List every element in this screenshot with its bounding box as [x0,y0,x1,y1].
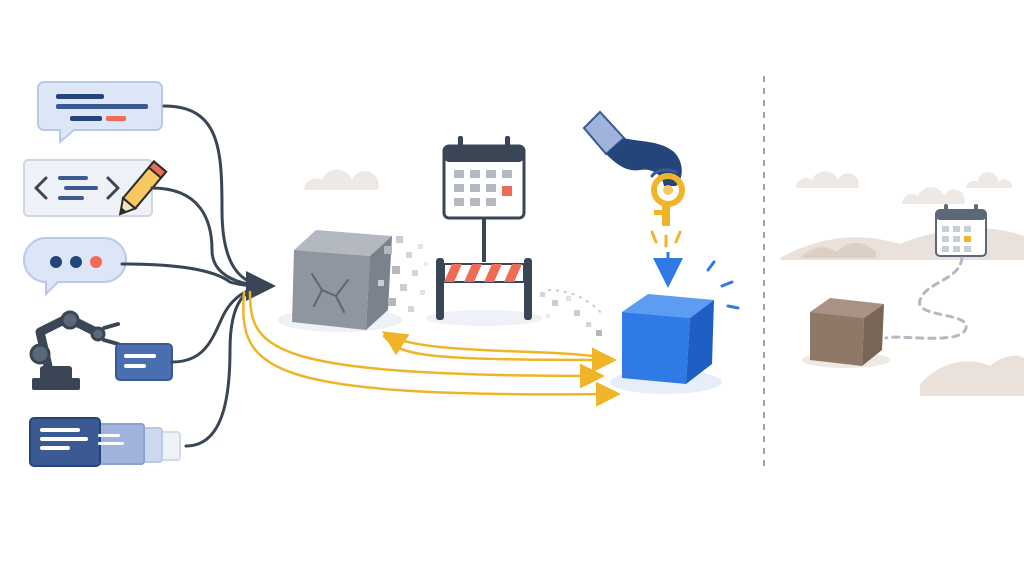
calendar-icon [935,204,987,257]
calendar-icon [442,136,526,262]
landscape-scene [780,171,1024,396]
cloud-icon [966,172,1013,188]
brown-cube [802,298,890,368]
input-connectors [120,104,276,448]
chat-text-icon [37,81,163,145]
pixel-trail [540,289,605,336]
blue-cube [610,260,740,394]
document-stack-icon [29,417,181,467]
code-edit-icon [23,159,168,217]
cloud-icon [902,187,965,204]
speech-bubble-icon [23,237,127,297]
cracked-gray-cube [278,230,428,332]
robot-arm-icon [29,310,173,390]
road-barrier-icon [426,258,542,326]
feedback-arrows [242,290,621,407]
cloud-icon [304,169,379,190]
hand-key-icon [582,110,685,288]
cloud-icon [796,171,859,188]
